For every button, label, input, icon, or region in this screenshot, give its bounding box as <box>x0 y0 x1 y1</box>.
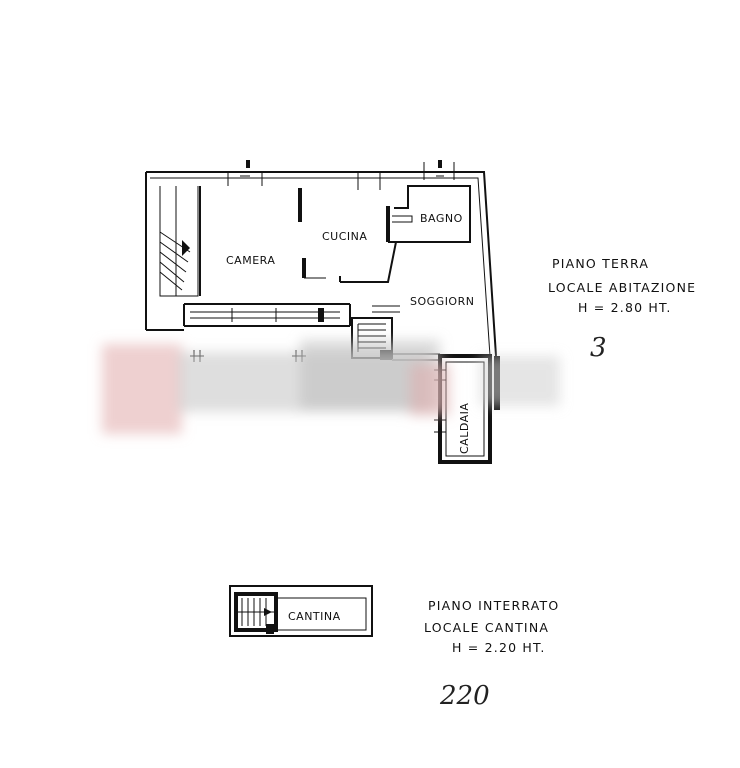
ground-floor-plan <box>145 160 500 464</box>
basement-height: H = 2.20 HT. <box>452 640 546 655</box>
room-label-soggiorno: SOGGIORN <box>410 295 474 308</box>
handwritten-ground-note: 3 <box>590 333 607 363</box>
ground-floor-title: PIANO TERRA <box>552 256 649 271</box>
basement-subtitle: LOCALE CANTINA <box>424 620 549 635</box>
room-label-bagno: BAGNO <box>420 212 463 225</box>
room-label-caldaia: CALDAIA <box>458 403 471 454</box>
basement-plan <box>229 585 373 637</box>
room-label-cucina: CUCINA <box>322 230 367 243</box>
blurred-watermark <box>102 340 560 434</box>
room-label-camera: CAMERA <box>226 254 275 267</box>
room-label-cantina: CANTINA <box>288 610 341 623</box>
ground-floor-subtitle: LOCALE ABITAZIONE <box>548 280 696 295</box>
basement-title: PIANO INTERRATO <box>428 598 559 613</box>
handwritten-basement-note: 220 <box>439 681 490 711</box>
ground-floor-height: H = 2.80 HT. <box>578 300 672 315</box>
